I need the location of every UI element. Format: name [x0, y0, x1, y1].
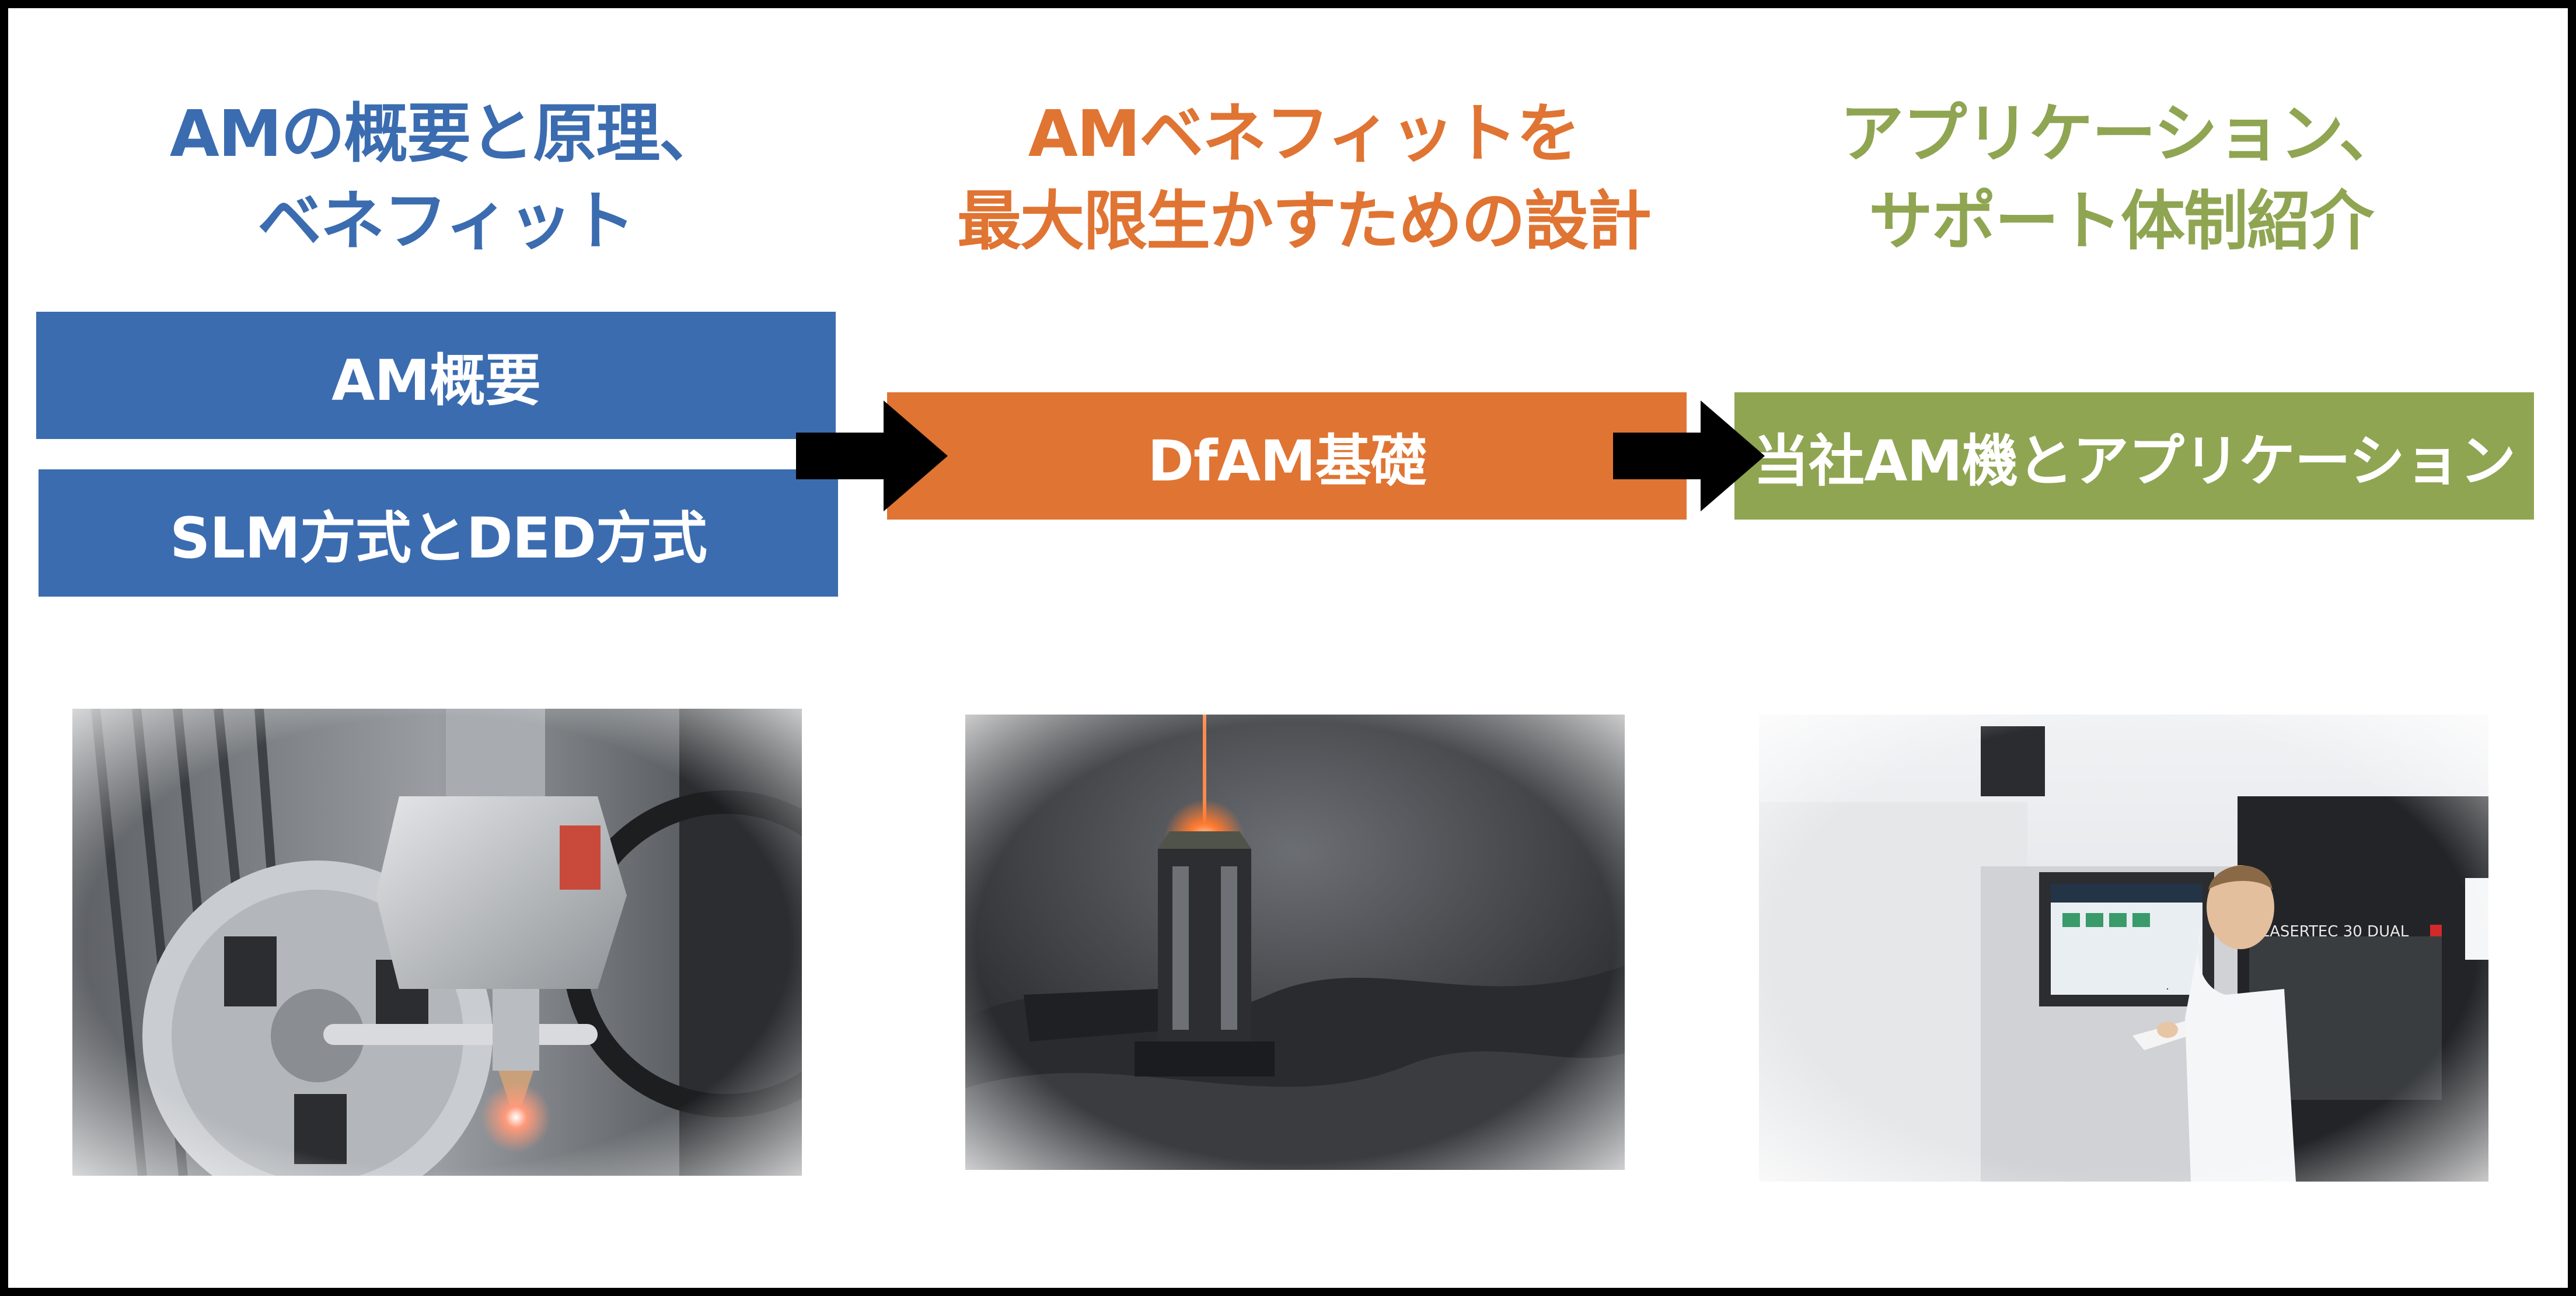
- photo-ded-machine: [72, 709, 802, 1176]
- box-machines-applications: 当社AM機とアプリケーション: [1734, 392, 2534, 520]
- box-label: AM概要: [331, 347, 541, 413]
- heading-applications-support: アプリケーション、 サポート体制紹介: [1747, 90, 2494, 265]
- heading-design-for-am: AMベネフィットを 最大限生かすための設計: [884, 90, 1724, 265]
- box-am-overview: AM概要: [36, 312, 836, 439]
- arrow-right-icon: [1613, 400, 1765, 511]
- heading-am-overview: AMの概要と原理、 ベネフィット: [32, 90, 860, 265]
- heading-line: サポート体制紹介: [1869, 184, 2374, 259]
- heading-line: 最大限生かすための設計: [957, 184, 1652, 259]
- box-label: SLM方式とDED方式: [170, 505, 707, 571]
- photo-powder-bed-part: [965, 715, 1625, 1170]
- heading-line: アプリケーション、: [1839, 96, 2403, 171]
- box-dfam-basics: DfAM基礎: [887, 392, 1687, 520]
- box-label: DfAM基礎: [1147, 428, 1426, 494]
- arrow-right-icon: [796, 400, 948, 511]
- heading-line: AMベネフィットを: [1028, 96, 1580, 171]
- photo-operator-at-machine: LASERTEC 30 DUAL: [1759, 715, 2488, 1182]
- machine-label: LASERTEC 30 DUAL: [2261, 923, 2409, 940]
- heading-line: AMの概要と原理、: [169, 96, 724, 171]
- slide: AMの概要と原理、 ベネフィット AMベネフィットを 最大限生かすための設計 ア…: [8, 8, 2568, 1288]
- box-slm-ded: SLM方式とDED方式: [39, 469, 838, 597]
- box-label: 当社AM機とアプリケーション: [1753, 428, 2516, 494]
- heading-line: ベネフィット: [257, 184, 636, 259]
